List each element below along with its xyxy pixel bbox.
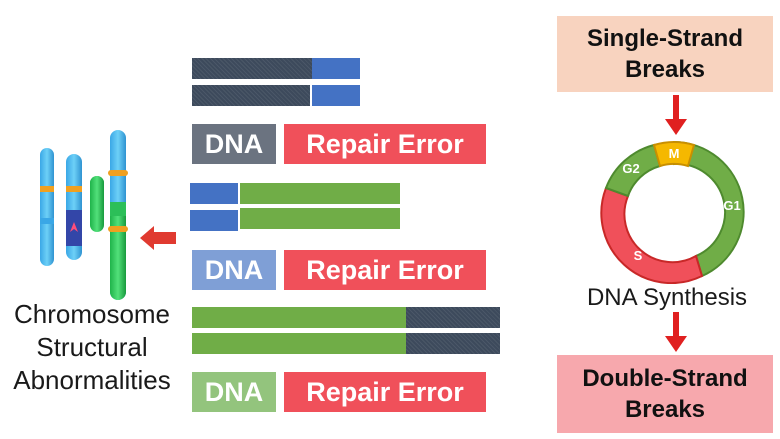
- phase-label-s: S: [634, 248, 643, 263]
- strand-dark-bottom-1: [192, 85, 310, 106]
- phase-label-g2: G2: [622, 161, 639, 176]
- strand-dark-bottom-3: [406, 333, 500, 354]
- dna-label-1: DNA: [192, 124, 276, 164]
- chromosome-caption: Chromosome Structural Abnormalities: [2, 298, 182, 397]
- cell-cycle-ring-icon: M G2 G1 S: [600, 140, 745, 284]
- repair-error-label-3: Repair Error: [284, 372, 486, 412]
- strand-blue-top-1: [312, 58, 360, 79]
- bottom-box-line-2: Breaks: [624, 396, 706, 423]
- strand-green-bottom-2: [240, 208, 400, 229]
- dna-label-3: DNA: [192, 372, 276, 412]
- single-strand-breaks-box: Single-Strand Breaks: [557, 16, 773, 92]
- strand-green-bottom-3: [192, 333, 406, 354]
- repair-error-label-1: Repair Error: [284, 124, 486, 164]
- strand-blue-top-2: [190, 183, 238, 204]
- strand-blue-bottom-1: [312, 85, 360, 106]
- left-arrow-icon: [140, 226, 176, 250]
- strand-green-top-2: [240, 183, 400, 204]
- caption-line-2: Structural: [36, 332, 148, 362]
- dna-synthesis-caption: DNA Synthesis: [586, 284, 748, 311]
- phase-s-arc: [600, 186, 704, 284]
- strand-dark-top-1: [192, 58, 312, 79]
- phase-m-arc: [652, 141, 696, 168]
- chromosome-icon: [40, 130, 128, 300]
- bottom-box-line-1: Double-Strand: [582, 365, 748, 392]
- down-arrow-icon: [665, 95, 687, 135]
- strand-green-top-3: [192, 307, 406, 328]
- repair-error-label-2: Repair Error: [284, 250, 486, 290]
- phase-label-m: M: [669, 146, 680, 161]
- dna-label-2: DNA: [192, 250, 276, 290]
- strand-blue-bottom-2: [190, 210, 238, 231]
- caption-line-3: Abnormalities: [13, 365, 171, 395]
- double-strand-breaks-box: Double-Strand Breaks: [557, 355, 773, 433]
- down-arrow-icon-2: [665, 312, 687, 352]
- strand-dark-top-3: [406, 307, 500, 328]
- top-box-line-2: Breaks: [624, 56, 706, 83]
- phase-label-g1: G1: [723, 198, 740, 213]
- caption-line-1: Chromosome: [13, 299, 171, 329]
- top-box-line-1: Single-Strand: [586, 25, 743, 52]
